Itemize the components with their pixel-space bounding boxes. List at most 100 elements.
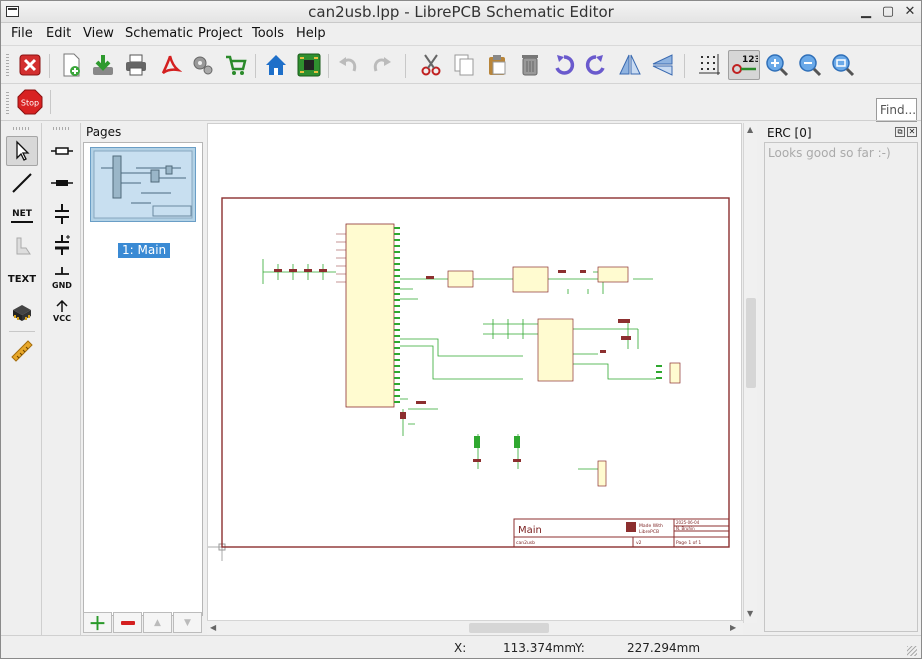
gnd-label: GND [52,280,72,290]
show-pin-numbers-icon[interactable]: 123 [728,50,760,80]
add-capacitor-icon[interactable] [46,199,78,229]
menu-project[interactable]: Project [198,26,243,41]
title-bar: can2usb.lpp - LibrePCB Schematic Editor … [1,1,921,23]
grid-properties-icon[interactable] [697,52,723,78]
draw-wire-tool-icon[interactable] [6,168,38,198]
canvas-horizontal-scrollbar[interactable]: ◀ ▶ [207,620,743,635]
cursor-x-value: 113.374mm [503,641,577,655]
net-label-text: NET [12,208,32,219]
menu-edit[interactable]: Edit [46,26,72,41]
add-resistor-icon[interactable] [46,136,78,166]
cursor-y-value: 227.294mm [627,641,701,655]
control-panel-home-icon[interactable] [263,52,289,78]
cursor-y-label: Y: [575,641,585,655]
draw-polygon-tool-icon[interactable] [6,232,38,262]
mirror-vertical-icon[interactable] [650,52,676,78]
close-project-icon[interactable] [17,52,43,78]
find-input[interactable]: Find... [876,98,917,122]
move-page-down-button[interactable]: ▼ [173,612,202,633]
page-thumbnail[interactable] [90,147,196,222]
add-polarized-capacitor-icon[interactable] [46,230,78,260]
cursor-x-label: X: [454,641,467,655]
rotate-ccw-icon[interactable] [551,52,577,78]
vertical-scroll-thumb[interactable] [746,298,756,388]
frame-page: Page 1 of 1 [676,540,701,546]
close-window-button[interactable]: ✕ [904,4,916,19]
paste-icon[interactable] [484,52,510,78]
frame-version: v2 [636,540,642,546]
mirror-horizontal-icon[interactable] [617,52,643,78]
schematic-ic-can[interactable] [537,318,574,382]
erc-list[interactable]: Looks good so far :-) [764,142,918,632]
menu-bar: File Edit View Schematic Project Tools H… [1,23,921,44]
mcu-symbol[interactable] [345,223,395,408]
shopping-cart-icon[interactable] [223,52,249,78]
svg-text:123: 123 [742,55,758,65]
delete-trash-icon[interactable] [517,52,543,78]
menu-tools[interactable]: Tools [252,26,285,41]
menu-file[interactable]: File [11,26,33,41]
zoom-in-icon[interactable] [764,52,790,78]
stop-label: Stop [21,99,39,108]
minimize-button[interactable]: ▁ [861,4,871,19]
export-pdf-icon[interactable] [157,52,183,78]
menu-help[interactable]: Help [296,26,326,41]
zoom-fit-icon[interactable] [830,52,856,78]
status-bar: X: 113.374mm Y: 227.294mm [1,635,921,659]
copy-icon[interactable] [451,52,477,78]
frame-author: N. Bruhin [676,526,695,531]
add-vcc-symbol[interactable]: VCC [46,296,78,326]
measure-ruler-tool-icon[interactable] [6,336,38,366]
abort-command-stop-icon[interactable]: Stop [17,89,43,115]
board-editor-icon[interactable] [296,52,322,78]
print-icon[interactable] [123,52,149,78]
page-item-main[interactable]: 1: Main [118,243,171,258]
canvas-vertical-scrollbar[interactable]: ▲ ▼ [743,123,757,623]
menu-view[interactable]: View [83,26,114,41]
add-page-button[interactable]: ＋ [83,612,112,635]
add-component-tool-icon[interactable] [6,297,38,327]
zoom-out-icon[interactable] [797,52,823,78]
frame-title: Main [518,525,542,536]
frame-date: 2025-06-04 [676,520,700,525]
save-icon[interactable] [90,52,116,78]
schematic-canvas[interactable]: Main can2usb v2 Page 1 of 1 2025-06-04 N… [207,123,742,635]
schematic-ic-3[interactable] [512,266,549,293]
schematic-connector-2[interactable] [597,460,607,487]
undo-icon[interactable] [335,52,361,78]
text-tool-label: TEXT [7,273,37,285]
maximize-button[interactable]: ▢ [881,4,895,19]
schematic-ic-2[interactable] [447,270,474,288]
menu-schematic[interactable]: Schematic [125,26,194,41]
redo-icon[interactable] [369,52,395,78]
schematic-connector-1[interactable] [669,362,681,384]
remove-page-button[interactable] [113,612,142,633]
select-tool-cursor-icon[interactable] [6,136,38,166]
add-text-tool[interactable]: TEXT [6,264,38,294]
vcc-label: VCC [53,313,71,323]
toolbar-grip-2[interactable] [6,92,9,114]
main-toolbar: 123 Find... [1,45,921,122]
resize-grip[interactable] [907,646,917,656]
float-dock-icon[interactable]: ⧉ [895,127,905,137]
move-page-up-button[interactable]: ▲ [143,612,172,633]
toolbar-grip[interactable] [6,54,9,78]
horizontal-scroll-thumb[interactable] [469,623,549,633]
order-pcb-gear-icon[interactable] [190,52,216,78]
erc-dock: ERC [0] ⧉ ✕ Looks good so far :-) [761,123,921,635]
app-icon [6,6,19,17]
add-net-label-tool[interactable]: NET [6,200,38,230]
schematic-ic-4[interactable] [597,266,629,283]
symbols-toolbar: GND VCC [43,123,81,635]
pages-list[interactable]: 1: Main [83,142,203,616]
made-with-1: Made With [639,523,663,529]
close-dock-icon[interactable]: ✕ [907,127,917,137]
pages-title: Pages [86,125,122,139]
new-sheet-icon[interactable] [58,52,84,78]
add-inductor-icon[interactable] [46,168,78,198]
add-gnd-symbol[interactable]: GND [46,263,78,293]
cut-icon[interactable] [418,52,444,78]
rotate-cw-icon[interactable] [583,52,609,78]
window-title: can2usb.lpp - LibrePCB Schematic Editor [308,3,614,21]
